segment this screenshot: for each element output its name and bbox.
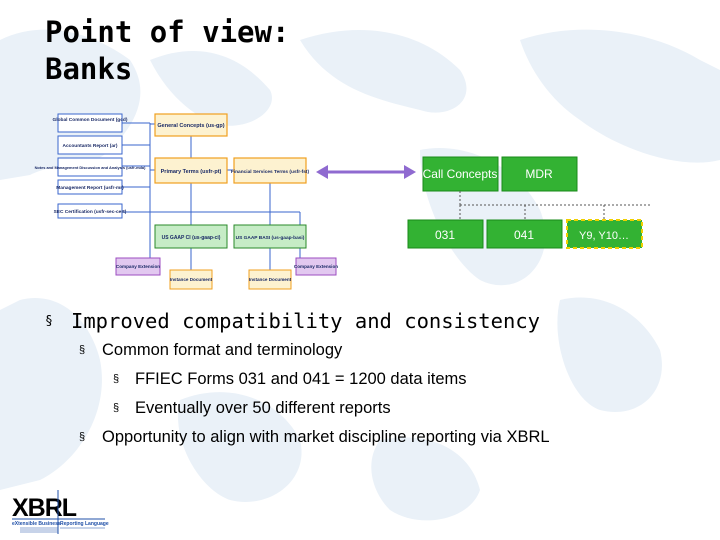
bullet-marker: § (79, 431, 86, 443)
xbrl-logo: XBRL eXtensible Business Reporting Langu… (12, 490, 109, 534)
bullet-common-format: § Common format and terminology (45, 336, 705, 365)
bullet-text: Common format and terminology (102, 341, 343, 359)
mapping-arrow (316, 165, 416, 179)
general-concepts-box: General Concepts (us-gp) (157, 123, 224, 129)
bullet-text: FFIEC Forms 031 and 041 = 1200 data item… (135, 370, 467, 388)
title-line-1: Point of view: (45, 15, 290, 49)
gaap-basi-box: US GAAP BASI (us-gaap-basi) (236, 235, 305, 241)
xbrl-logo-text: XBRL (12, 494, 77, 522)
bullet-improved-compatibility: § Improved compatibility and consistency (45, 306, 705, 336)
mdr-block: MDR (525, 167, 553, 181)
left-box-3: Notes and Management Discussion and Anal… (35, 165, 146, 170)
form-031-block: 031 (435, 228, 455, 242)
financial-services-terms-box: Financial Services Terms (usfr-fst) (231, 169, 310, 175)
left-stack: Global Common Document (gcd) Accountants… (35, 113, 146, 219)
company-extension-left: Company Extension (116, 264, 160, 269)
bullet-text: Eventually over 50 different reports (135, 399, 391, 417)
bullet-text: Improved compatibility and consistency (71, 309, 540, 333)
form-other-block: Y9, Y10… (579, 230, 629, 242)
gaap-ci-box: US GAAP CI (us-gaap-ci) (162, 235, 221, 241)
form-041-block: 041 (514, 228, 534, 242)
bullet-ffiec-forms: § FFIEC Forms 031 and 041 = 1200 data it… (45, 365, 705, 394)
left-box-5: SEC Certification (usfr-sec-cert) (54, 209, 127, 215)
taxonomy-diagram: Global Common Document (gcd) Accountants… (35, 113, 650, 290)
bullet-opportunity: § Opportunity to align with market disci… (45, 423, 705, 452)
left-box-2: Accountants Report (ar) (63, 143, 118, 149)
company-extensions: Company Extension Company Extension (115, 257, 338, 276)
instance-document-left: Instance Document (170, 277, 213, 282)
title-line-2: Banks (45, 52, 133, 86)
gaap-taxonomies: US GAAP CI (us-gaap-ci) US GAAP BASI (us… (154, 224, 307, 249)
left-box-1: Global Common Document (gcd) (53, 117, 128, 123)
bullet-marker: § (113, 373, 120, 385)
bullet-marker: § (45, 314, 53, 329)
xbrl-logo-subtitle-right: Reporting Language (60, 521, 109, 527)
primary-terms-box: Primary Terms (usfr-pt) (161, 169, 222, 175)
call-concepts-block: Call Concepts (423, 167, 498, 181)
call-report-blocks: Call Concepts MDR 031 041 Y9, Y10… (407, 156, 650, 249)
xbrl-logo-rules (20, 527, 105, 533)
bullet-marker: § (79, 344, 86, 356)
page-title: Point of view: Banks (45, 14, 289, 88)
bullet-marker: § (113, 402, 120, 414)
bullet-text: Opportunity to align with market discipl… (102, 428, 550, 446)
instance-documents: Instance Document Instance Document (169, 269, 292, 290)
bullet-list: § Improved compatibility and consistency… (45, 306, 705, 452)
core-taxonomies: General Concepts (us-gp) Primary Terms (… (154, 113, 310, 184)
company-extension-right: Company Extension (294, 264, 338, 269)
xbrl-logo-subtitle-left: eXtensible Business (12, 521, 61, 527)
left-box-4: Management Report (usfr-mr) (56, 185, 124, 191)
bullet-eventually: § Eventually over 50 different reports (45, 394, 705, 423)
instance-document-right: Instance Document (249, 277, 292, 282)
